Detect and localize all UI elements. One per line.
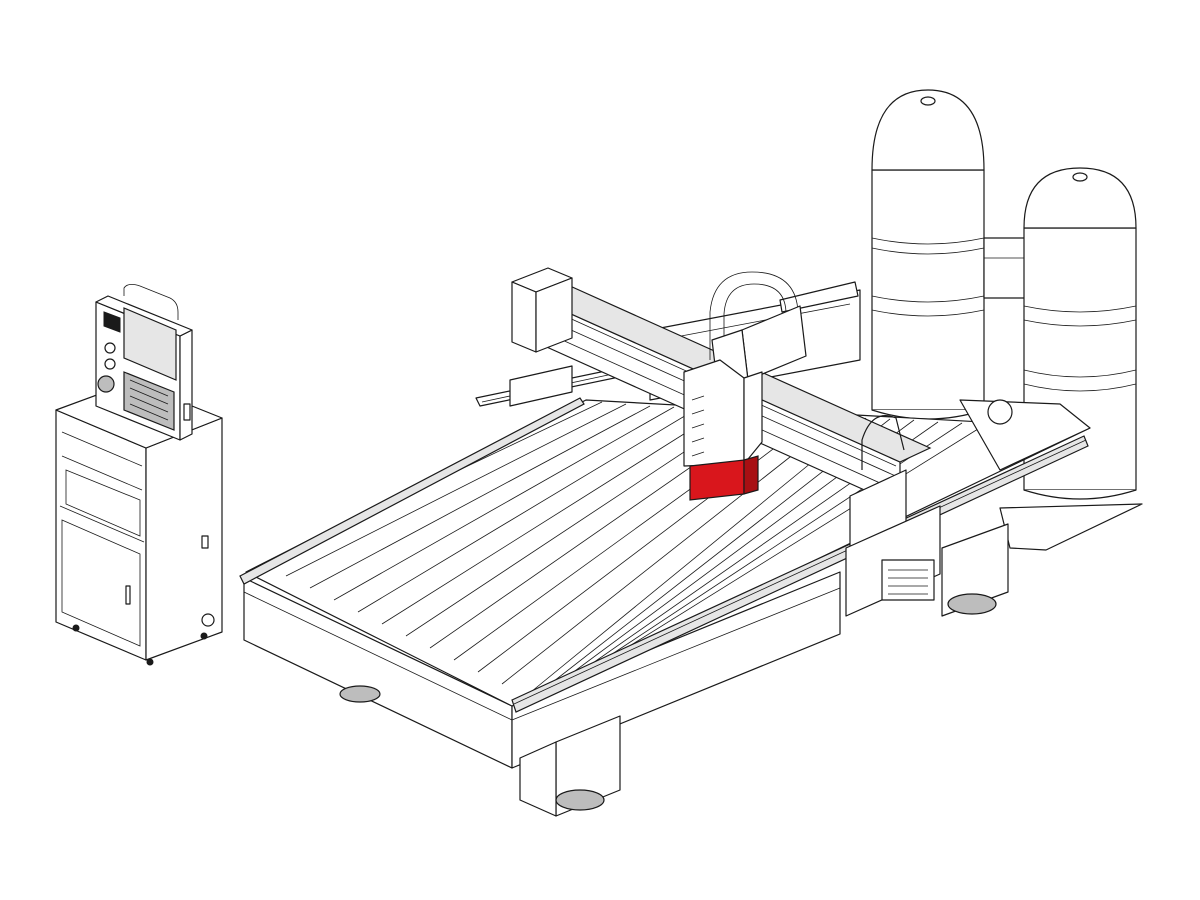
spindle-housing: [683, 305, 807, 467]
dust-collector-connector: [983, 237, 1031, 299]
control-cabinet: [55, 381, 223, 666]
dust-collector-base-plate: [999, 503, 1143, 551]
gantry-right-end: [845, 399, 1091, 617]
highlighted-spindle-block: [689, 455, 759, 501]
machine-bed: [243, 523, 1009, 817]
dust-collector-left: [871, 89, 985, 420]
gantry-front-arch: [861, 415, 905, 470]
gantry-left-motor-box: [511, 267, 573, 353]
spindle-arch: [709, 271, 799, 364]
control-pendant: [95, 284, 193, 441]
